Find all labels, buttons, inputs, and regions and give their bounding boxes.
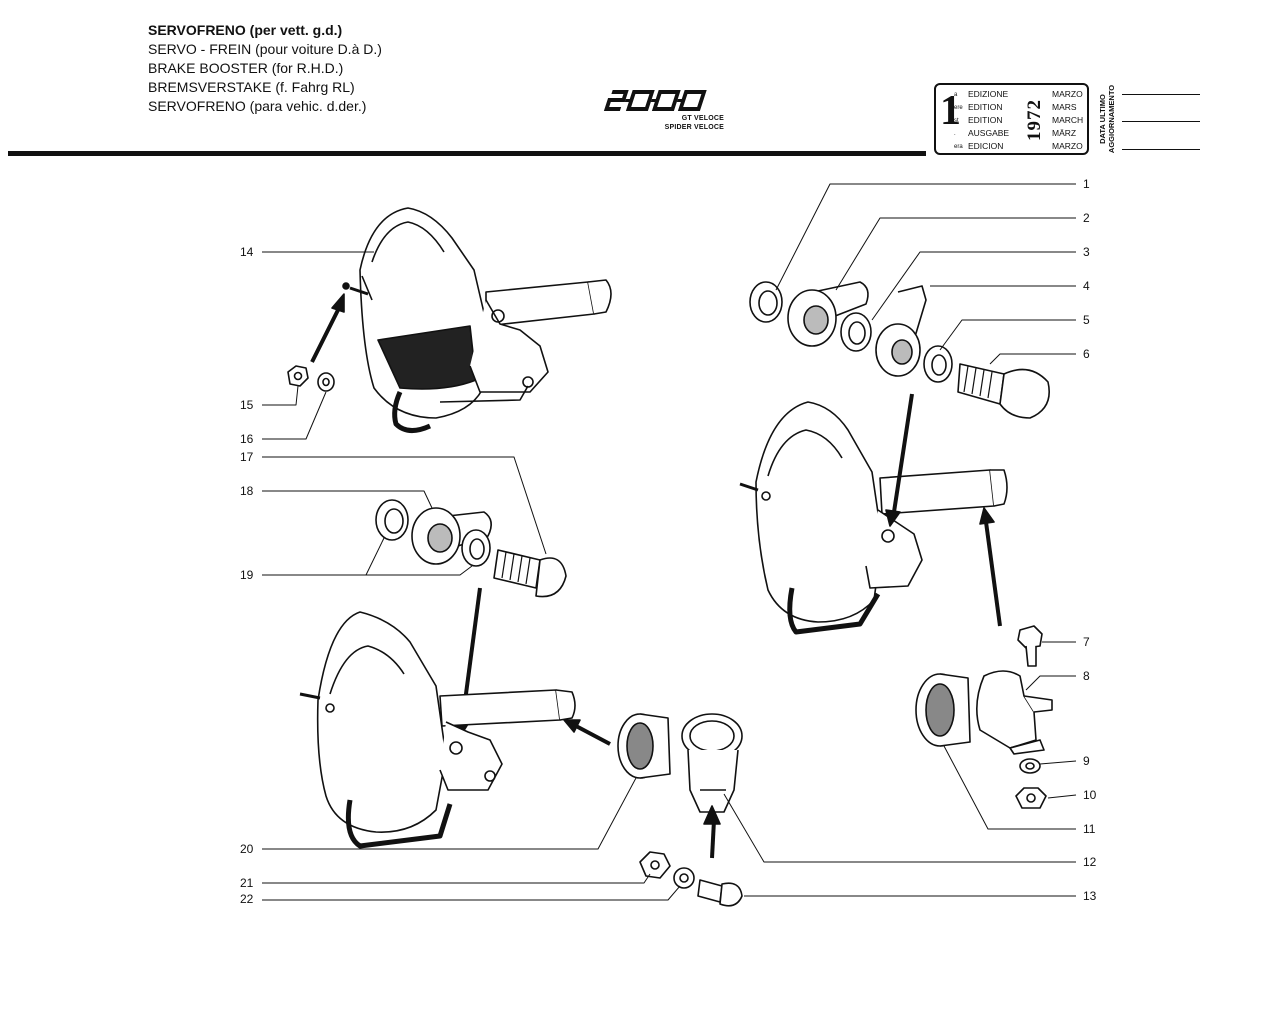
assembly-arrow-c: [984, 521, 1002, 627]
washer-3: [840, 312, 872, 352]
union-4: [875, 285, 927, 377]
title-block: SERVOFRENO (per vett. g.d.) SERVO - FREI…: [148, 21, 382, 116]
callout-3: 3: [1083, 245, 1090, 259]
banjo-bolt-17: [493, 549, 567, 598]
logo-line-gt-veloce: GT VELOCE: [681, 115, 724, 122]
title-line-es: SERVOFRENO (para vehic. d.der.): [148, 98, 367, 114]
washer-1: [749, 281, 783, 323]
arrowhead-e: [563, 719, 581, 733]
callout-6: 6: [1083, 347, 1090, 361]
booster-assembly-right: [739, 401, 1008, 635]
leader-lines: [262, 183, 1077, 901]
edition-months: MARZO MARS MARCH MÄRZ MARZO: [1052, 89, 1084, 151]
edition-box: 1 a ere st . era EDIZIONE EDITION EDITIO…: [934, 83, 1089, 155]
callout-21: 21: [240, 876, 254, 890]
bolt-13: [697, 879, 743, 907]
callout-8: 8: [1083, 669, 1090, 683]
callout-19: 19: [240, 568, 254, 582]
ring-11: [915, 673, 971, 747]
callout-22: 22: [240, 892, 254, 906]
arrowhead-f: [703, 805, 721, 825]
nut-15: [287, 365, 309, 387]
callout-5: 5: [1083, 313, 1090, 327]
nut-21: [639, 851, 671, 879]
leader-21: [262, 873, 651, 884]
callout-18: 18: [240, 484, 254, 498]
callout-4: 4: [1083, 279, 1090, 293]
callout-20: 20: [240, 842, 254, 856]
leader-19b: [365, 537, 385, 576]
assembly-arrow-a: [310, 305, 342, 363]
banjo-union-18: [411, 507, 492, 565]
washer-19: [461, 529, 491, 567]
leader-15: [262, 385, 299, 406]
washer-18a: [375, 499, 409, 541]
leader-18: [262, 490, 433, 509]
callout-10: 10: [1083, 788, 1097, 802]
bolt-7: [1017, 625, 1043, 667]
arrowhead-c: [979, 507, 995, 525]
callout-12: 12: [1083, 855, 1097, 869]
leader-10: [1047, 794, 1077, 799]
model-logo: GT VELOCE SPIDER VELOCE: [600, 86, 730, 134]
callout-16: 16: [240, 432, 254, 446]
callout-15: 15: [240, 398, 254, 412]
leader-3: [871, 251, 1076, 321]
title-line-it: SERVOFRENO (per vett. g.d.): [148, 22, 343, 38]
callout-13: 13: [1083, 889, 1097, 903]
logo-line-spider-veloce: SPIDER VELOCE: [664, 124, 724, 131]
header-rule: [8, 151, 926, 156]
clamp-8: [976, 670, 1053, 755]
leader-22: [262, 885, 681, 901]
assembly-arrow-b: [892, 393, 914, 513]
washer-16: [317, 372, 335, 392]
callout-11: 11: [1083, 822, 1096, 836]
update-line-1: [1122, 94, 1200, 95]
leader-1: [775, 183, 1076, 291]
nut-10: [1015, 787, 1047, 809]
leader-12: [723, 793, 1076, 863]
arrowhead-b: [885, 509, 901, 527]
leader-8: [1025, 675, 1076, 691]
update-line-2: [1122, 121, 1200, 122]
clamp-12: [681, 713, 743, 813]
callout-9: 9: [1083, 754, 1090, 768]
logo-2000-wordmark: [603, 90, 707, 111]
booster-assembly-bottom-left: [299, 611, 576, 849]
ring-20: [617, 713, 671, 779]
callout-14: 14: [240, 245, 254, 259]
title-line-en: BRAKE BOOSTER (for R.H.D.): [148, 60, 344, 76]
leader-16: [262, 391, 327, 440]
assembly-arrow-f: [710, 819, 716, 859]
title-line-fr: SERVO - FREIN (pour voiture D.à D.): [148, 41, 382, 57]
edition-ordinals: a ere st . era: [954, 92, 963, 150]
edition-words: EDIZIONE EDITION EDITION AUSGABE EDICION: [968, 89, 1010, 151]
banjo-bolt-6: [957, 363, 1050, 419]
leader-11: [943, 745, 1076, 830]
banjo-union-2: [787, 281, 869, 347]
booster-assembly-top-left: [342, 207, 612, 433]
callout-17: 17: [240, 450, 254, 464]
callout-2: 2: [1083, 211, 1090, 225]
leader-2: [835, 217, 1076, 291]
leader-5: [939, 319, 1076, 351]
washer-22: [673, 867, 695, 889]
callout-7: 7: [1083, 635, 1090, 649]
assembly-arrow-e: [575, 724, 611, 746]
leader-19: [262, 565, 473, 576]
title-line-de: BREMSVERSTAKE (f. Fahrg RL): [148, 79, 355, 95]
washer-5: [923, 345, 953, 383]
leader-9: [1039, 760, 1077, 765]
leader-17: [262, 456, 547, 555]
update-line-3: [1122, 149, 1200, 150]
leader-6: [989, 353, 1076, 365]
edition-number: 1: [940, 88, 961, 134]
leader-20: [262, 777, 637, 850]
arrowhead-a: [331, 293, 345, 313]
callout-1: 1: [1083, 177, 1090, 191]
washer-9: [1019, 758, 1041, 774]
